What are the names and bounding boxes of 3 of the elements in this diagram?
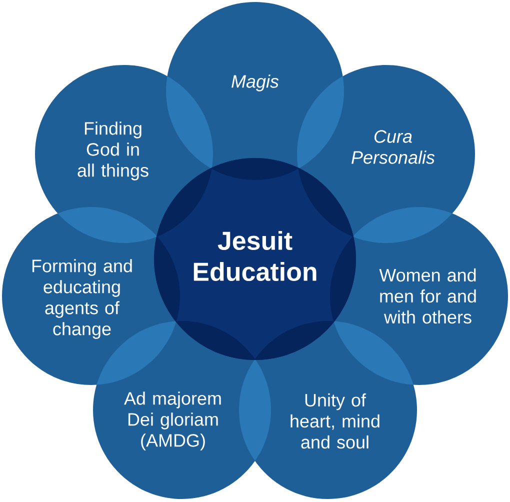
node-label: Finding God in all things — [78, 122, 148, 180]
node-label: Women and men for and with others — [379, 268, 476, 324]
node-label: Ad majorem Dei gloriam (AMDG) — [124, 392, 221, 450]
